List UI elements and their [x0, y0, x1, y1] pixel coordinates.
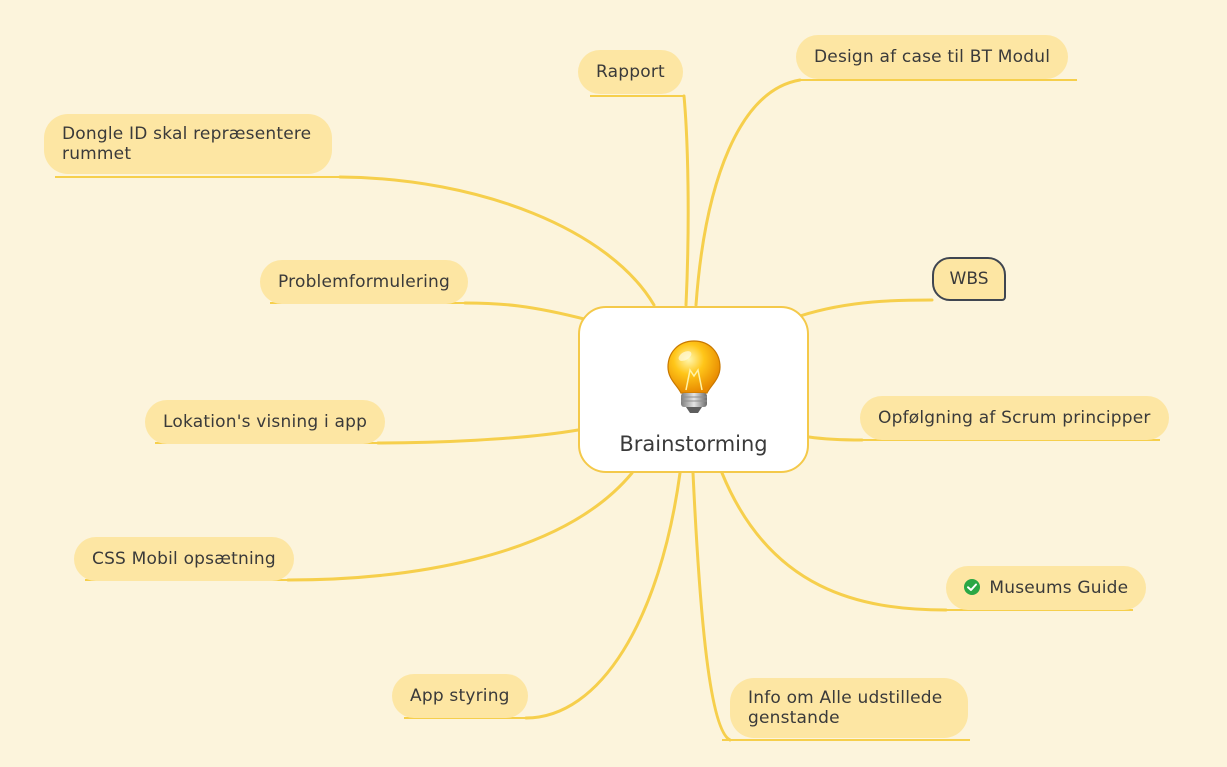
topic-label: Lokation's visning i app [163, 412, 368, 432]
topic-app-styring[interactable]: App styring [392, 674, 528, 718]
branch-museums [720, 471, 948, 612]
check-icon [964, 579, 980, 595]
topic-label: CSS Mobil opsætning [92, 549, 276, 569]
topic-wbs[interactable]: WBS [932, 257, 1006, 301]
lightbulb-icon [667, 340, 721, 413]
branch-problem [463, 301, 590, 322]
branch-app [524, 471, 682, 720]
topic-design-case[interactable]: Design af case til BT Modul [796, 35, 1069, 79]
topic-label: Design af case til BT Modul [814, 47, 1051, 67]
topic-label: Museums Guide [989, 578, 1129, 598]
topic-css-mobil[interactable]: CSS Mobil opsætning [74, 537, 294, 581]
topic-label: Info om Alle udstillede genstande [748, 688, 943, 728]
branch-lokation [376, 428, 580, 445]
topic-label: Rapport [596, 62, 665, 82]
topic-opfolgning-scrum[interactable]: Opfølgning af Scrum principper [860, 396, 1169, 440]
topic-label: Problemformulering [278, 272, 450, 292]
branch-design [694, 78, 802, 307]
topic-label: Dongle ID skal repræsentere rummet [62, 124, 312, 164]
topic-label: WBS [949, 269, 989, 289]
branch-wbs [798, 298, 934, 318]
topic-lokation-visning[interactable]: Lokation's visning i app [145, 400, 386, 444]
central-topic[interactable]: Brainstorming [578, 306, 809, 473]
branch-css [286, 471, 634, 582]
branch-dongle [338, 175, 656, 307]
central-topic-label: Brainstorming [619, 432, 768, 456]
branch-rapport [682, 94, 690, 307]
topic-rapport[interactable]: Rapport [578, 50, 683, 94]
topic-museums-guide[interactable]: Museums Guide [946, 566, 1147, 610]
topic-problemformulering[interactable]: Problemformulering [260, 260, 468, 304]
topic-info-udstillede[interactable]: Info om Alle udstillede genstande [730, 678, 968, 738]
topic-dongle-id[interactable]: Dongle ID skal repræsentere rummet [44, 114, 332, 174]
branch-opfolgning [807, 435, 864, 442]
topic-label: App styring [410, 686, 510, 706]
topic-label: Opfølgning af Scrum principper [878, 408, 1151, 428]
branch-info [691, 471, 732, 742]
